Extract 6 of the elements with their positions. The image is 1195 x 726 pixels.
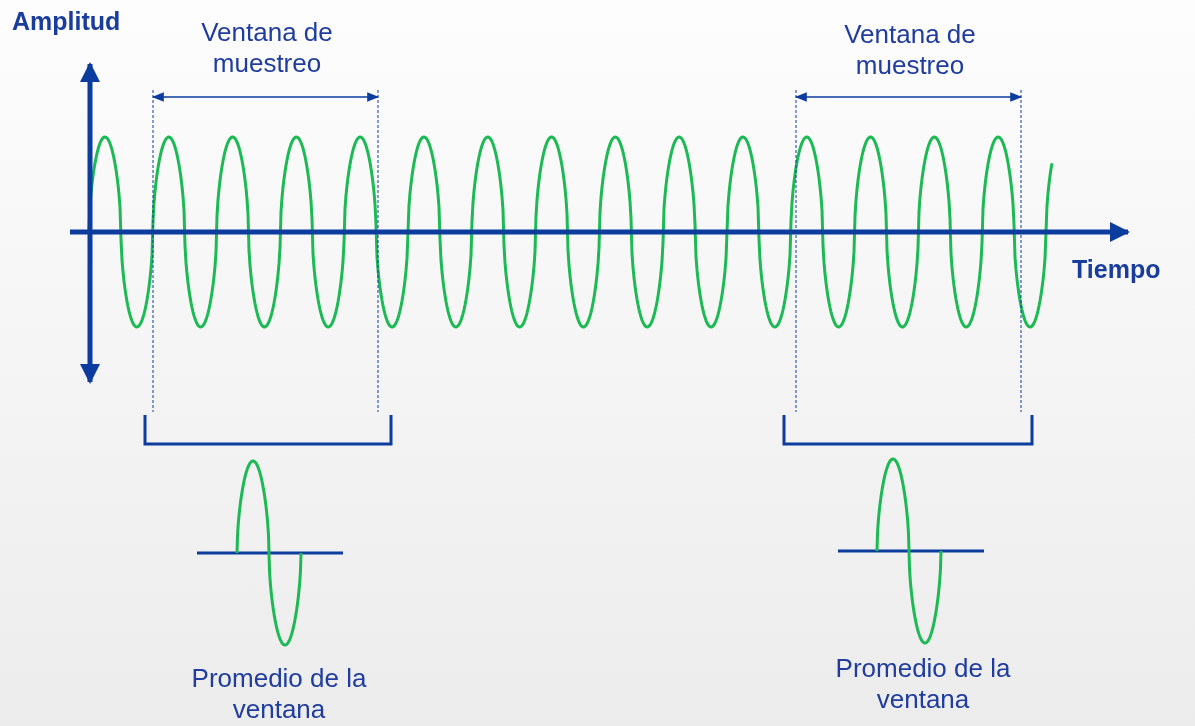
axis-label: Tiempo <box>1072 254 1162 285</box>
average-label: Promedio de la ventana <box>834 653 1012 715</box>
window-label: Ventana de muestreo <box>200 17 334 79</box>
average-label: Promedio de la ventana <box>190 663 368 725</box>
window-label: Ventana de muestreo <box>843 19 977 81</box>
axis-label: Amplitud <box>12 6 122 37</box>
